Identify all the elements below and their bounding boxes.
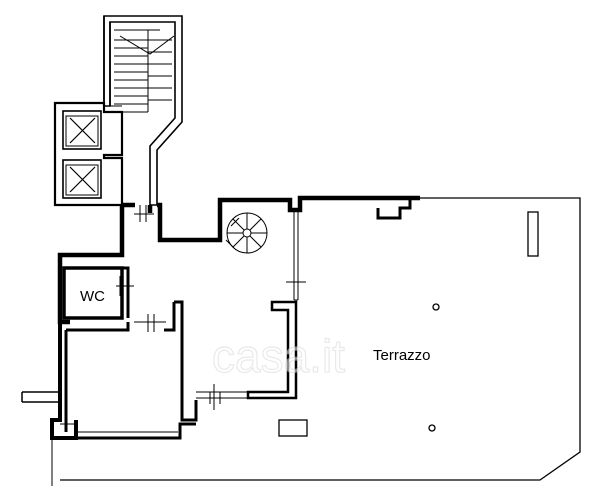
stairwell — [103, 15, 183, 206]
door-marks — [60, 205, 306, 425]
terrace-outline — [60, 197, 581, 481]
main-walls — [21, 195, 420, 486]
room-label-wc: WC — [80, 288, 105, 305]
service-shafts — [53, 101, 124, 207]
spiral-staircase — [225, 212, 268, 254]
watermark: casa.it — [212, 330, 345, 382]
room-label-terrace: Terrazzo — [373, 347, 431, 364]
